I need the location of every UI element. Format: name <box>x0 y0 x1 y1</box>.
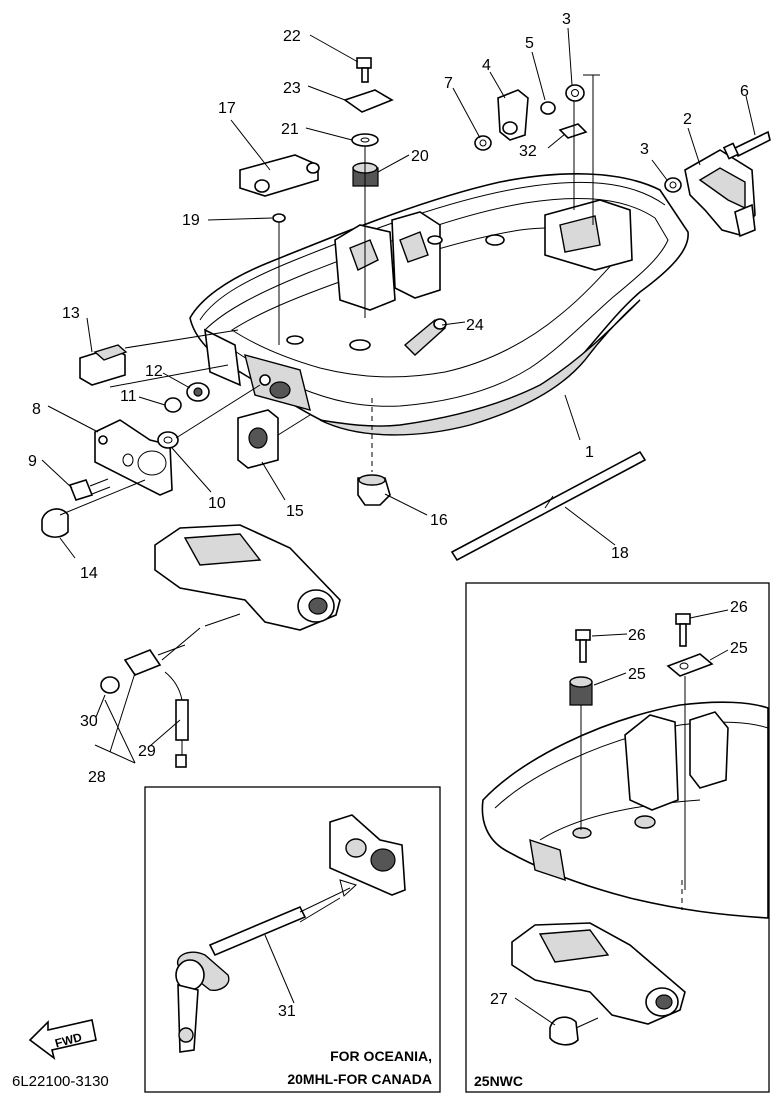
label-19: 19 <box>182 212 200 229</box>
part-7-nut <box>474 135 492 151</box>
label-27: 27 <box>490 991 508 1008</box>
part-21-washer <box>351 133 379 147</box>
diagram-code: 6L22100-3130 <box>12 1073 109 1090</box>
part-12-fitting <box>186 382 210 402</box>
label-28: 28 <box>88 769 106 786</box>
label-2: 2 <box>683 111 692 128</box>
part-17-bracket <box>239 154 320 197</box>
label-3-top: 3 <box>562 11 571 28</box>
part-28-switch <box>123 644 186 676</box>
part-23-plate <box>343 89 394 113</box>
label-11: 11 <box>120 388 137 405</box>
part-29-cable <box>164 671 189 768</box>
label-4: 4 <box>482 57 491 74</box>
label-26-right: 26 <box>730 599 748 616</box>
part-10-bushing <box>157 431 179 449</box>
part-8-plate <box>94 419 173 496</box>
label-30: 30 <box>80 713 98 730</box>
label-21: 21 <box>281 121 299 138</box>
label-9: 9 <box>28 453 37 470</box>
label-17: 17 <box>218 100 236 117</box>
part-4-plate <box>497 89 529 141</box>
part-3-washer-right <box>664 177 682 193</box>
label-20: 20 <box>411 148 429 165</box>
fwd-arrow-icon: FWD <box>28 1019 97 1060</box>
label-24: 24 <box>466 317 484 334</box>
part-14-cap <box>41 508 69 538</box>
part-5-lockwasher <box>540 101 556 115</box>
label-23: 23 <box>283 80 301 97</box>
part-18-rod <box>450 450 647 562</box>
label-13: 13 <box>62 305 80 322</box>
part-13-grommet <box>79 344 128 386</box>
part-16-grommet <box>357 474 391 506</box>
label-12: 12 <box>145 363 163 380</box>
label-31: 31 <box>278 1003 296 1020</box>
inset-box-oceania <box>144 786 441 1093</box>
part-19-screw <box>272 213 286 232</box>
label-6: 6 <box>740 83 749 100</box>
label-16: 16 <box>430 512 448 529</box>
part-15-grommet <box>237 409 279 469</box>
label-10: 10 <box>208 495 226 512</box>
label-25-right: 25 <box>730 640 748 657</box>
part-3-washer-top <box>565 84 585 102</box>
lower-unit-left <box>154 524 341 631</box>
part-32-pad <box>558 123 588 139</box>
inset-box-25nwc <box>465 582 770 1093</box>
label-25-left: 25 <box>628 666 646 683</box>
caption-oceania-line1: FOR OCEANIA, <box>330 1048 432 1064</box>
label-29: 29 <box>138 743 156 760</box>
label-1: 1 <box>585 444 594 461</box>
part-labels: 1 2 3 3 4 5 6 7 8 9 10 11 12 13 14 15 16… <box>28 11 749 1020</box>
label-18: 18 <box>611 545 629 562</box>
part-6-bolt <box>722 130 771 160</box>
leader-lines <box>41 27 756 1026</box>
label-32: 32 <box>519 143 537 160</box>
part-11-nut <box>164 397 182 413</box>
fwd-label: FWD <box>53 1030 83 1051</box>
part-9-bolt <box>68 478 111 501</box>
caption-oceania-line2: 20MHL-FOR CANADA <box>287 1071 432 1087</box>
label-26-left: 26 <box>628 627 646 644</box>
label-22: 22 <box>283 28 301 45</box>
label-7: 7 <box>444 75 453 92</box>
part-30-cap <box>100 676 120 694</box>
label-14: 14 <box>80 565 98 582</box>
reference-lines <box>59 74 600 661</box>
label-8: 8 <box>32 401 41 418</box>
part-2-bracket <box>684 149 756 238</box>
label-5: 5 <box>525 35 534 52</box>
part-22-bolt <box>356 57 372 83</box>
caption-25nwc: 25NWC <box>474 1073 523 1089</box>
label-15: 15 <box>286 503 304 520</box>
bottom-cowling <box>189 173 689 436</box>
label-3-right: 3 <box>640 141 649 158</box>
